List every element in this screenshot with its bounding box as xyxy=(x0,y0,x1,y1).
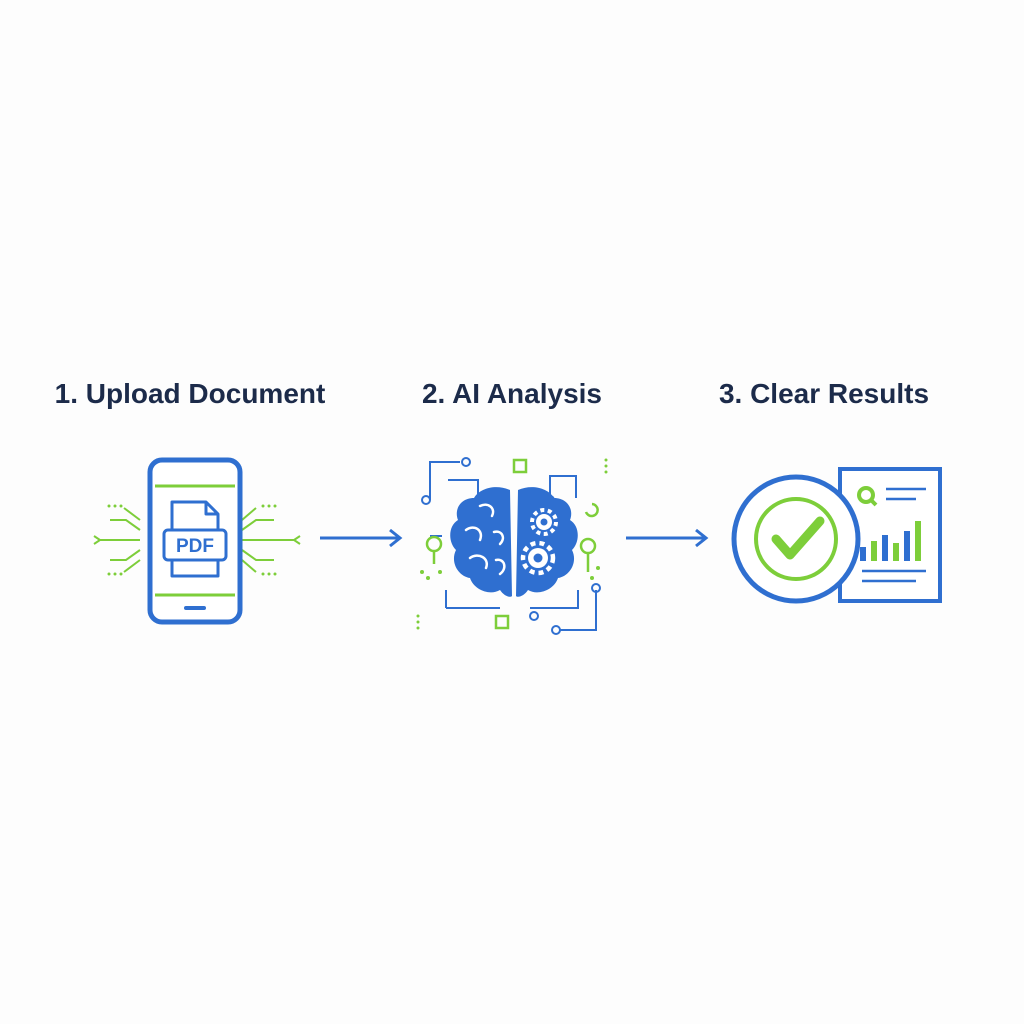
circuit-dots-right xyxy=(261,504,277,576)
step-2-title: 2. AI Analysis xyxy=(421,378,602,409)
accent-dots xyxy=(416,458,608,630)
arrow-right-icon xyxy=(626,528,709,548)
report-bar-chart xyxy=(860,521,921,561)
phone-pdf-icon: PDF xyxy=(93,457,301,625)
pdf-badge xyxy=(162,528,228,562)
circuit-lines-right xyxy=(241,507,301,573)
circuit-traces xyxy=(429,461,597,631)
accent-nodes xyxy=(425,458,599,630)
report-text-lines xyxy=(886,487,926,501)
brain-right-hemisphere xyxy=(516,487,578,597)
step-1-title: 1. Upload Document xyxy=(54,378,326,409)
brain-left-hemisphere xyxy=(450,487,512,597)
check-circle-inner xyxy=(754,497,838,581)
circuit-lines-left xyxy=(93,507,141,573)
gear-icon xyxy=(530,508,558,536)
magnifier-icon xyxy=(857,486,878,507)
checkmark-icon xyxy=(771,516,825,560)
pdf-label: PDF xyxy=(176,536,214,557)
gear-icon xyxy=(520,540,556,576)
checkmark-report-icon xyxy=(731,467,942,604)
check-circle-outer xyxy=(731,474,861,604)
step-3-title: 3. Clear Results xyxy=(718,378,930,409)
report-footer-lines xyxy=(862,569,926,583)
brain-gears-icon xyxy=(416,457,608,635)
circuit-dots-left xyxy=(107,504,123,576)
arrow-right-icon xyxy=(320,528,403,548)
